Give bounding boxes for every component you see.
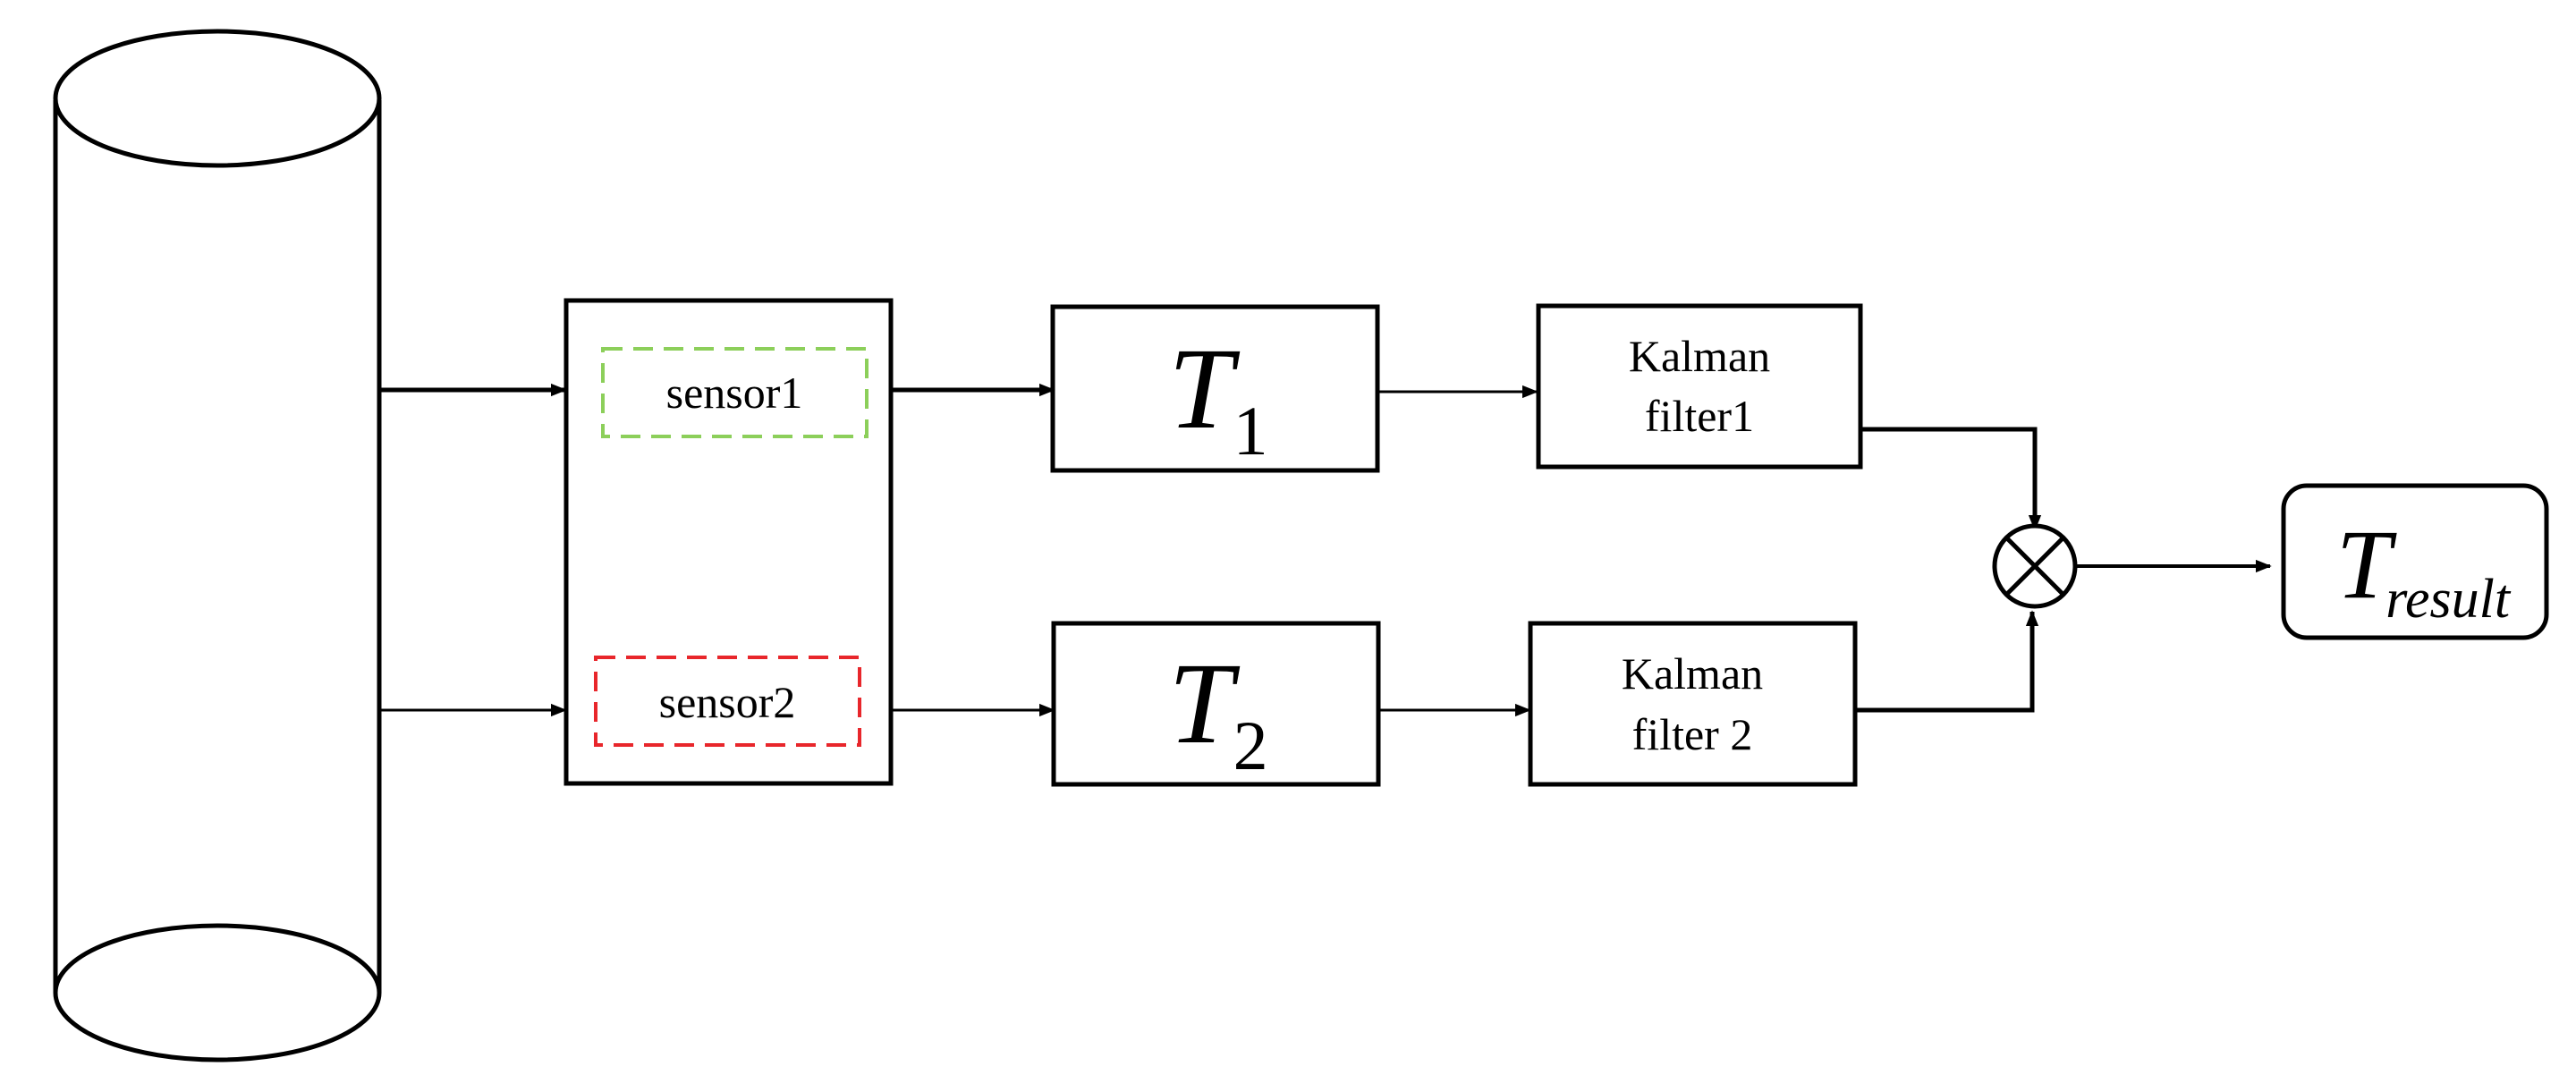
arrow-filter2-to-combiner xyxy=(1855,610,2039,713)
t2-subscript: 2 xyxy=(1233,707,1268,784)
t2-symbol: T xyxy=(1168,639,1240,768)
arrow-filter1-to-combiner xyxy=(1860,427,2042,531)
kalman-filter2-line2: filter 2 xyxy=(1632,709,1753,759)
pipe-cylinder xyxy=(53,29,382,1062)
sensor2-box xyxy=(594,656,861,747)
t1-label: T1 xyxy=(1168,325,1267,470)
t2-label: T2 xyxy=(1168,639,1267,784)
sensor2-label: sensor2 xyxy=(659,677,796,727)
result-label: Tresult xyxy=(2336,510,2512,630)
kalman-filter1-line2: filter1 xyxy=(1645,391,1754,441)
kalman-filter2-box xyxy=(1528,621,1858,787)
result-subscript: result xyxy=(2385,569,2512,630)
kalman-filter1-line1: Kalman xyxy=(1629,331,1770,381)
result-symbol: T xyxy=(2336,510,2397,619)
result-box xyxy=(2281,483,2549,640)
t1-subscript: 1 xyxy=(1233,392,1268,470)
circled-times-icon xyxy=(1992,523,2078,609)
sensor1-label: sensor1 xyxy=(666,368,803,418)
sensor1-box xyxy=(601,347,869,438)
t2-box xyxy=(1051,621,1381,787)
kalman-filter2-line1: Kalman xyxy=(1622,648,1763,698)
sensor-box xyxy=(564,298,894,786)
kalman-filter1-box xyxy=(1536,303,1863,470)
t1-symbol: T xyxy=(1168,325,1240,453)
t1-box xyxy=(1050,304,1380,473)
